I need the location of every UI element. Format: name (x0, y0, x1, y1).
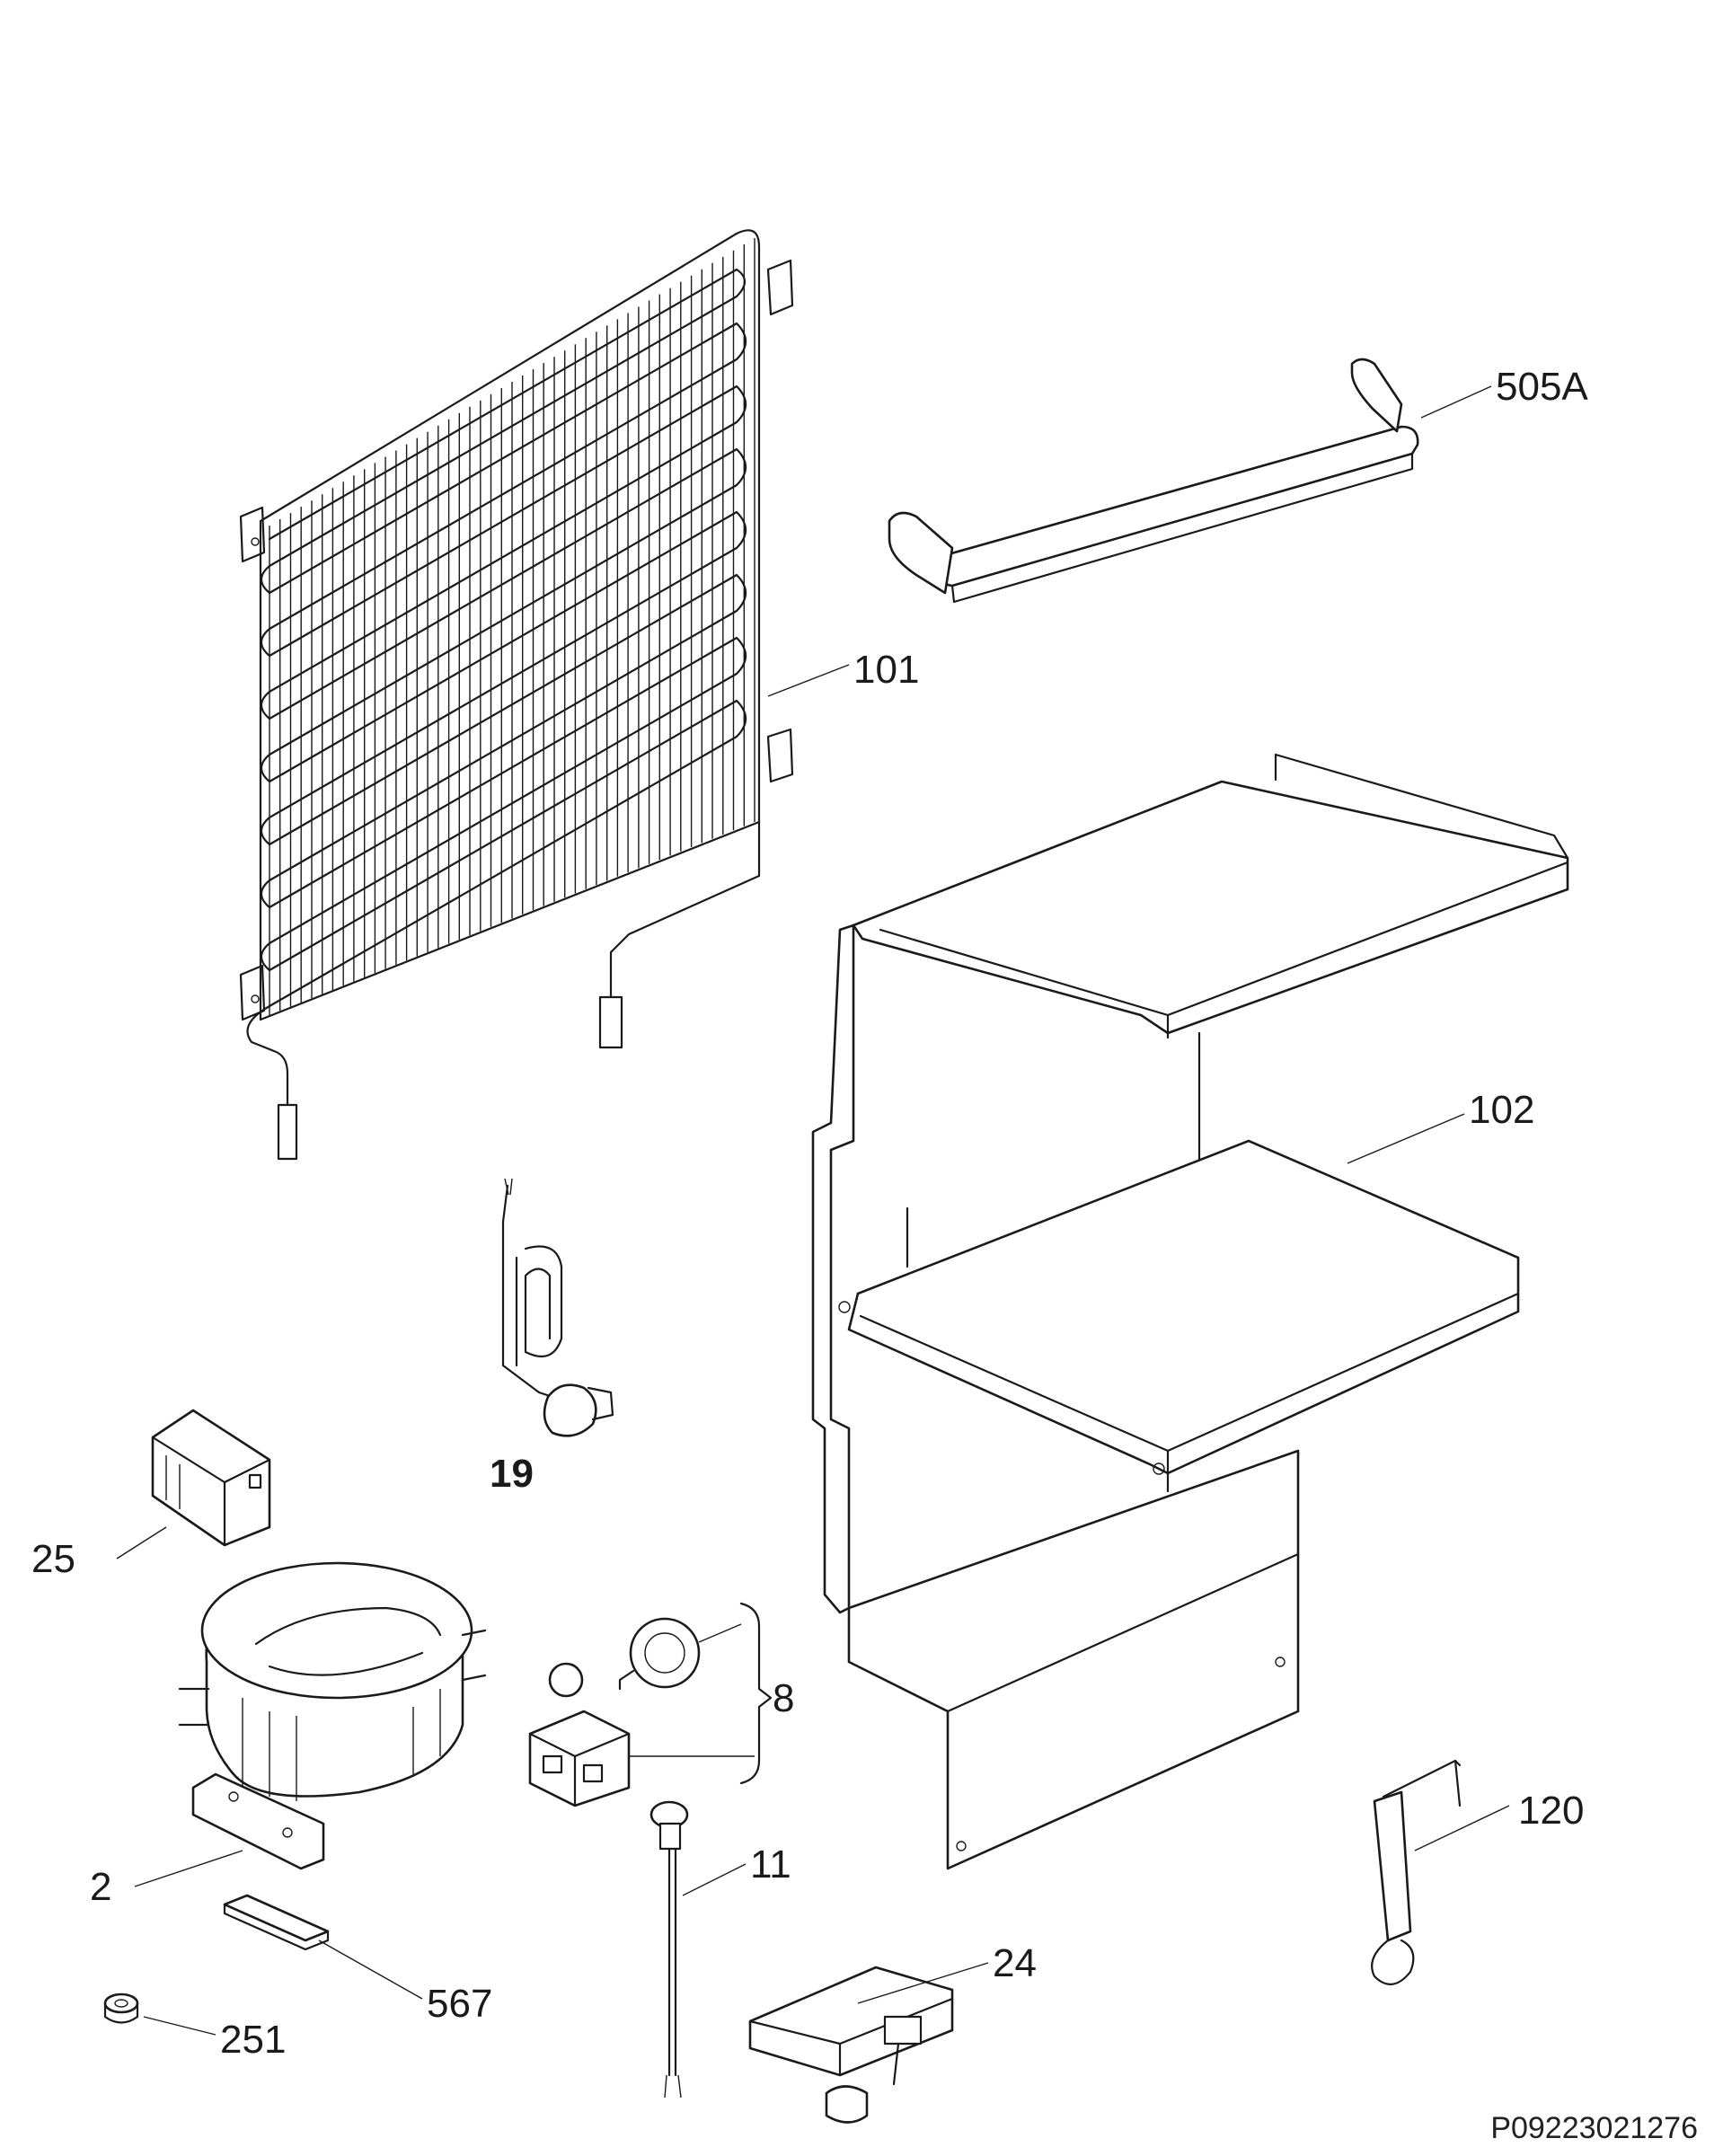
label-567: 567 (427, 1982, 492, 2026)
wire-clip (649, 1800, 689, 2099)
drier-filter (1371, 1759, 1462, 1985)
grommet (103, 1993, 139, 2024)
mounting-plate (223, 1894, 330, 1951)
support-rod (888, 358, 1419, 604)
connector (748, 1966, 954, 2124)
label-2: 2 (90, 1865, 111, 1909)
reference-code: P09223021276 (1490, 2111, 1698, 2145)
compressor (178, 1561, 487, 1870)
label-19: 19 (490, 1452, 534, 1496)
label-8: 8 (773, 1676, 794, 1720)
label-25: 25 (31, 1537, 75, 1581)
label-120: 120 (1518, 1789, 1584, 1833)
label-102: 102 (1469, 1088, 1534, 1132)
label-251: 251 (220, 2018, 286, 2062)
relay-kit (528, 1602, 773, 1807)
label-11: 11 (750, 1842, 791, 1886)
condenser-coil (239, 229, 794, 1161)
compressor-bracket (811, 753, 1569, 1870)
label-505A: 505A (1496, 365, 1588, 409)
label-24: 24 (993, 1941, 1037, 1985)
capacitor (151, 1409, 271, 1547)
label-101: 101 (853, 648, 919, 692)
power-cord (501, 1178, 614, 1437)
